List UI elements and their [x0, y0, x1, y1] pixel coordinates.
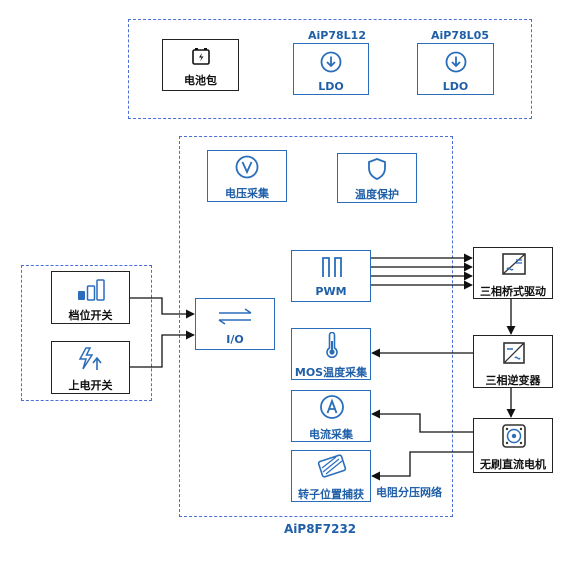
voltage-v-icon	[235, 155, 259, 179]
bldc-motor-label: 无刷直流电机	[480, 458, 546, 471]
gear-switch-block: 档位开关	[51, 271, 130, 324]
three-phase-inverter-block: 三相逆变器	[473, 335, 553, 388]
shield-icon	[368, 158, 386, 180]
pulse-wave-icon	[322, 257, 342, 277]
mcu-group	[179, 136, 453, 517]
signal-bars-icon	[78, 279, 105, 301]
three-phase-bridge-block: 三相桥式驱动	[473, 247, 553, 299]
inverter-icon	[503, 342, 525, 364]
download-circle-icon	[445, 51, 467, 73]
gear-switch-label: 档位开关	[68, 309, 113, 322]
pwm-block: PWM	[291, 250, 371, 302]
motor-icon	[502, 424, 526, 448]
mcu-name: AiP8F7232	[284, 522, 357, 536]
current-sampling-block: 电流采集	[291, 390, 371, 442]
ldo1-block: LDO	[293, 43, 369, 95]
mos-temperature-label: MOS温度采集	[294, 366, 368, 379]
battery-icon	[192, 48, 210, 65]
power-switch-to-io-line	[130, 330, 195, 368]
io-label: I/O	[226, 333, 244, 346]
rotor-position-block: 转子位置捕获	[291, 450, 371, 502]
ldo2-block: LDO	[417, 43, 494, 95]
power-on-switch-block: 上电开关	[51, 341, 130, 394]
three-phase-inverter-label: 三相逆变器	[485, 374, 541, 387]
three-phase-bridge-label: 三相桥式驱动	[480, 285, 546, 298]
voltage-sampling-block: 电压采集	[207, 150, 287, 202]
io-block: I/O	[195, 298, 275, 350]
coil-sensor-icon	[317, 454, 347, 478]
voltage-sampling-label: 电压采集	[225, 187, 269, 200]
temperature-protection-label: 温度保护	[355, 188, 399, 201]
battery-pack-label: 电池包	[184, 74, 217, 87]
resistor-divider-label: 电阻分压网络	[376, 486, 442, 499]
pwm-label: PWM	[315, 285, 347, 298]
power-on-switch-label: 上电开关	[68, 379, 113, 392]
lightning-up-icon	[78, 347, 102, 370]
motor-to-current-line	[371, 409, 473, 433]
power-supply-group	[128, 19, 532, 119]
current-sampling-label: 电流采集	[309, 428, 353, 441]
ldo1-label: LDO	[318, 80, 344, 93]
temperature-protection-block: 温度保护	[337, 153, 417, 203]
bidirectional-arrows-icon	[218, 308, 252, 325]
motor-to-rotor-line	[371, 451, 473, 481]
ldo1-part-number: AiP78L12	[308, 29, 366, 42]
rotor-position-label: 转子位置捕获	[298, 488, 364, 501]
ammeter-icon	[320, 395, 344, 419]
ldo2-part-number: AiP78L05	[431, 29, 489, 42]
thermometer-icon	[326, 332, 338, 358]
battery-pack-block: 电池包	[162, 39, 239, 91]
download-circle-icon	[320, 51, 342, 73]
bldc-motor-block: 无刷直流电机	[473, 418, 553, 473]
ldo2-label: LDO	[442, 80, 469, 93]
mos-temperature-block: MOS温度采集	[291, 328, 371, 380]
gear-switch-to-io-line	[130, 297, 195, 319]
switch-group	[21, 265, 152, 401]
bridge-driver-icon	[502, 253, 526, 275]
